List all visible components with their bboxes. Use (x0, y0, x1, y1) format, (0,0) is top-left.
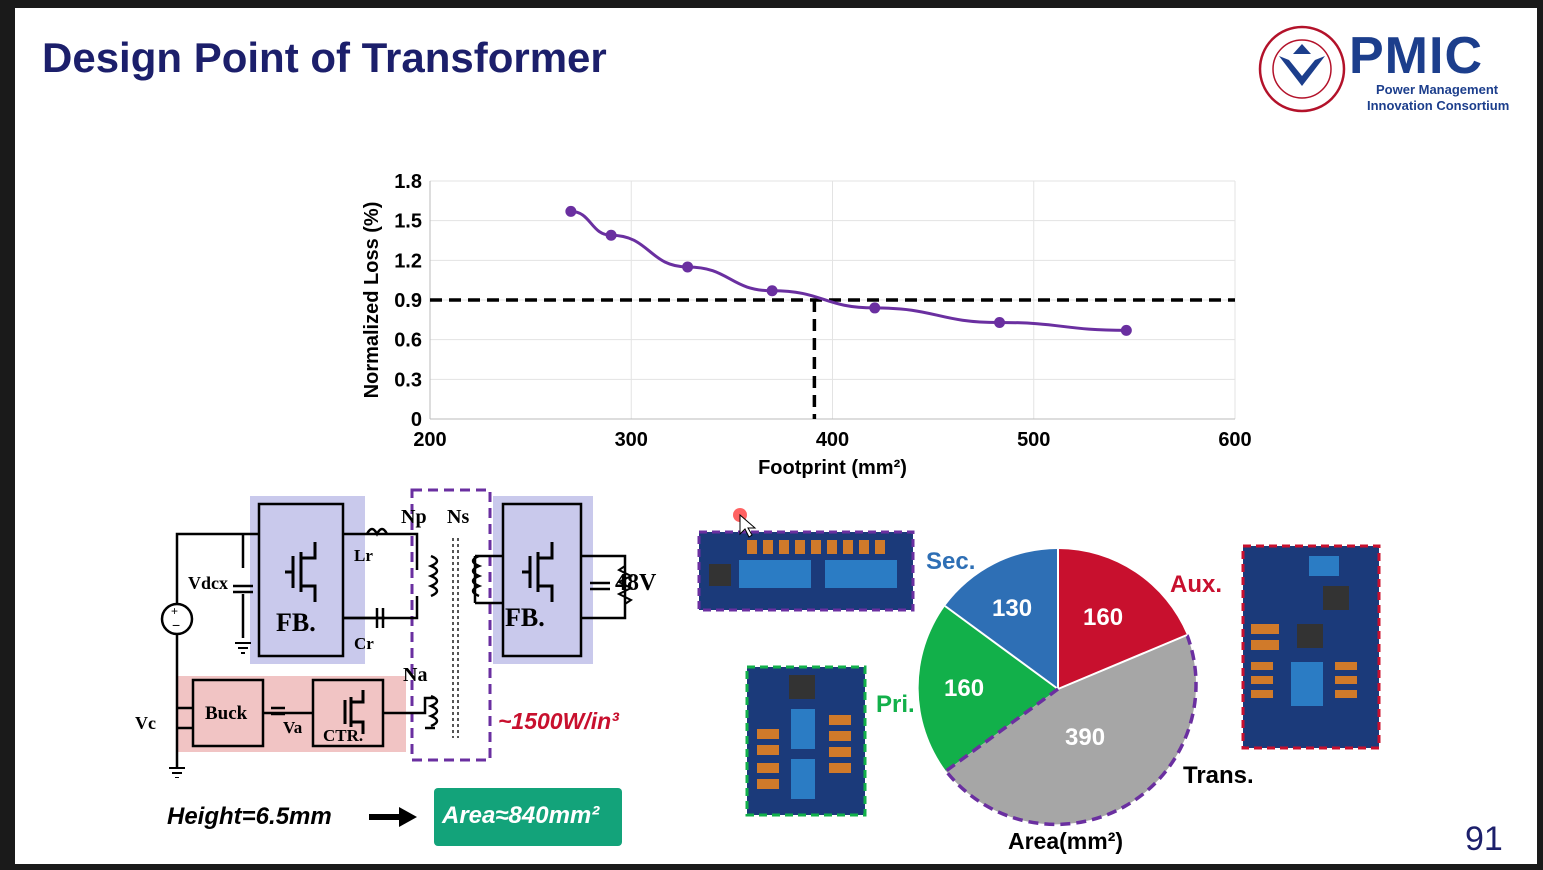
cr-label: Cr (354, 634, 374, 653)
data-point (994, 316, 1006, 328)
data-point (766, 285, 778, 297)
pie-label-aux: Aux. (1170, 571, 1223, 598)
x-tick-label: 400 (816, 429, 849, 451)
na-label: Na (403, 664, 428, 686)
pie-label-sec: Sec. (926, 548, 976, 575)
x-tick-label: 500 (1017, 429, 1050, 451)
loss-footprint-chart: 0 0.3 0.6 0.9 1.2 1.5 1.8 200 300 400 500 600Footpr… (361, 171, 1252, 479)
circuit-diagram: + − (160, 488, 634, 778)
pcb-secondary-image (697, 530, 915, 612)
height-label: Height=6.5mm (167, 803, 332, 830)
np-label: Np (401, 506, 427, 528)
y-tick-label: 0.3 (394, 369, 422, 391)
data-point (565, 205, 577, 217)
pie-value-aux: 160 (1083, 604, 1124, 631)
ns-label: Ns (447, 506, 470, 528)
pcb-primary-image (745, 665, 867, 817)
mosfet-icon (522, 542, 554, 602)
x-tick-label: 600 (1218, 429, 1251, 451)
pie-title: Area(mm²) (1008, 828, 1124, 854)
vout-label: 48V (615, 570, 657, 596)
series-line (570, 209, 1127, 332)
mosfet-icon (285, 542, 317, 602)
pie-value-pri: 160 (944, 675, 985, 702)
data-point (1120, 324, 1132, 336)
slide: Design Point of Transformer PMIC Power M… (15, 8, 1537, 864)
page-title: Design Point of Transformer (42, 34, 607, 81)
logo-line1: Power Management (1376, 82, 1499, 97)
data-point (869, 302, 881, 314)
x-tick-label: 300 (615, 429, 648, 451)
pie-slice-aux (1058, 549, 1187, 689)
y-axis-label: Normalized Loss (%) (361, 202, 383, 399)
svg-text:−: − (172, 617, 180, 633)
mosfet-icon (343, 690, 365, 734)
pie-slice-trans (946, 635, 1197, 825)
y-tick-label: 0.9 (394, 290, 422, 312)
y-tick-label: 1.8 (394, 171, 422, 193)
logo-pmic: PMIC (1349, 27, 1483, 85)
pie-value-sec: 130 (992, 595, 1033, 622)
transformer-box (410, 488, 492, 762)
fb-secondary-block (493, 496, 593, 664)
pie-slice-pri (918, 606, 1058, 771)
vc-label: Vc (135, 713, 156, 733)
area-badge: Area≈840mm² (434, 788, 622, 846)
svg-text:+: + (171, 604, 178, 618)
vdcx-label: Vdcx (188, 573, 228, 593)
y-tick-label: 0.6 (394, 330, 422, 352)
va-label: Va (283, 718, 303, 737)
area-pie-chart (918, 548, 1198, 827)
lr-label: Lr (354, 546, 373, 565)
ctr-label: CTR. (323, 726, 364, 745)
power-density-label: ~1500W/in³ (498, 708, 619, 734)
y-tick-label: 1.2 (394, 250, 422, 272)
fb-primary-block (250, 496, 365, 664)
cursor-icon (733, 508, 757, 538)
x-axis-label: Footprint (mm²) (758, 457, 907, 479)
arrow-right-icon (369, 807, 417, 827)
y-tick-label: 0 (411, 409, 422, 431)
pie-label-pri: Pri. (876, 691, 915, 718)
fb-primary-label: FB. (276, 608, 316, 637)
pie-value-trans: 390 (1065, 724, 1106, 751)
y-tick-label: 1.5 (394, 211, 422, 233)
logo-line2: Innovation Consortium (1367, 98, 1510, 113)
x-tick-label: 200 (413, 429, 446, 451)
pie-label-trans: Trans. (1183, 762, 1254, 789)
pcb-aux-image (1241, 544, 1381, 750)
data-point (682, 261, 694, 273)
area-badge-label: Area≈840mm² (442, 802, 600, 829)
pie-slice-sec (945, 548, 1058, 689)
buck-label: Buck (205, 703, 248, 724)
page-number: 91 (1465, 820, 1503, 858)
university-logo (1257, 24, 1347, 114)
data-point (605, 229, 617, 241)
seal-icon (1258, 25, 1346, 113)
fb-secondary-label: FB. (505, 603, 545, 632)
